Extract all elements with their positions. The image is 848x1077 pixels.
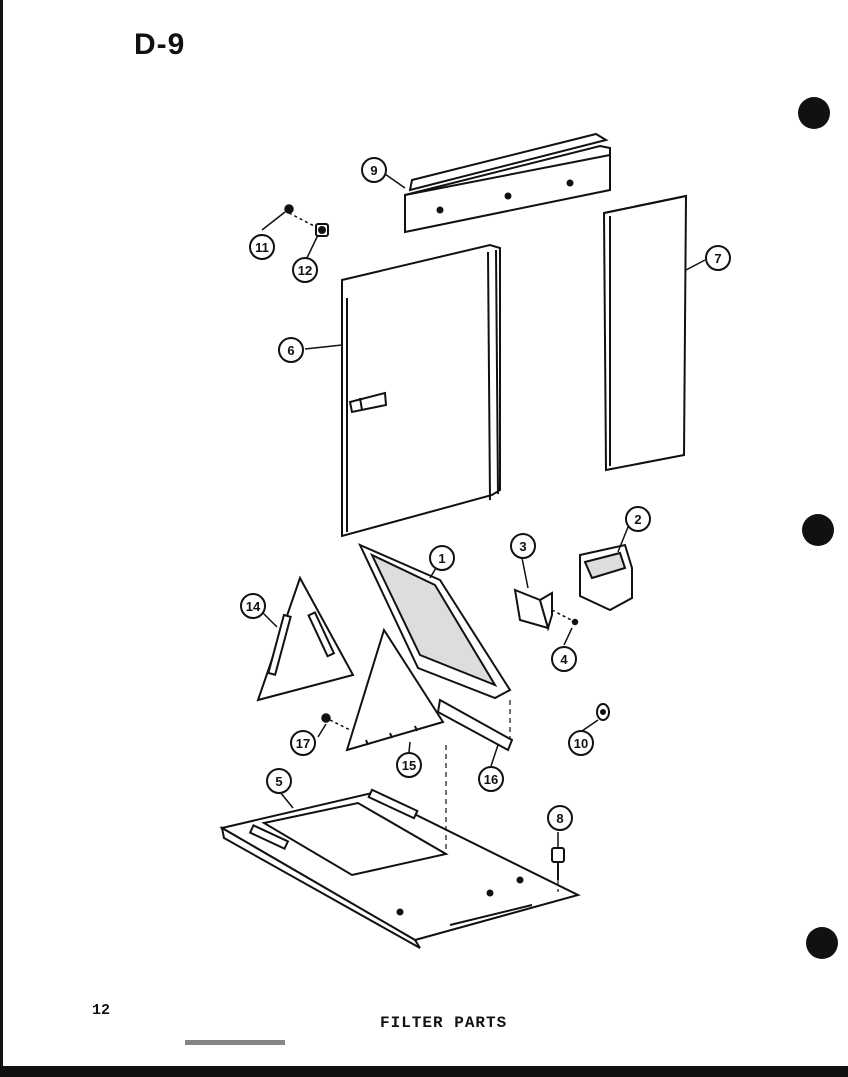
callout-7: 7 xyxy=(705,245,731,271)
callout-14: 14 xyxy=(240,593,266,619)
part-7-side-panel xyxy=(602,194,688,472)
callout-11: 11 xyxy=(249,234,275,260)
binder-hole-bottom xyxy=(806,927,838,959)
part-10-bushing xyxy=(596,703,610,721)
svg-text:10: 10 xyxy=(574,736,588,751)
svg-text:15: 15 xyxy=(402,758,416,773)
callout-10: 10 xyxy=(568,730,594,756)
svg-text:4: 4 xyxy=(560,652,568,667)
svg-text:1: 1 xyxy=(438,551,445,566)
svg-text:17: 17 xyxy=(296,736,310,751)
svg-text:2: 2 xyxy=(634,512,641,527)
assembly-guide-lines xyxy=(445,700,559,892)
callout-12: 12 xyxy=(292,257,318,283)
part-11-screw xyxy=(284,204,319,229)
svg-text:14: 14 xyxy=(246,599,261,614)
svg-text:5: 5 xyxy=(275,774,282,789)
svg-text:6: 6 xyxy=(287,343,294,358)
part-9-fastener xyxy=(551,847,565,880)
part-4-screw xyxy=(551,609,579,626)
callout-16: 16 xyxy=(478,766,504,792)
part-15-triangle-side xyxy=(345,627,445,752)
binder-hole-top xyxy=(798,97,830,129)
callout-5: 5 xyxy=(266,768,292,794)
left-edge-line xyxy=(0,0,3,1077)
callout-2: 2 xyxy=(625,506,651,532)
part-1-filter xyxy=(357,543,512,700)
binder-hole-middle xyxy=(802,514,834,546)
callout-15: 15 xyxy=(396,752,422,778)
part-6-front-panel xyxy=(341,243,501,538)
part-16-channel xyxy=(436,698,514,752)
part-17-screw xyxy=(321,713,351,731)
part-3-bracket xyxy=(513,588,553,632)
callout-3: 3 xyxy=(510,533,536,559)
part-2-box xyxy=(579,543,633,612)
callout-4: 4 xyxy=(551,646,577,672)
svg-text:8: 8 xyxy=(556,811,563,826)
part-5-base xyxy=(219,788,581,949)
svg-text:7: 7 xyxy=(714,251,721,266)
section-title: FILTER PARTS xyxy=(380,1014,508,1032)
part-14-triangle-side xyxy=(256,575,355,702)
scan-smudge xyxy=(185,1040,285,1045)
callout-17: 17 xyxy=(290,730,316,756)
page-number: 12 xyxy=(92,1002,111,1019)
page-title: D-9 xyxy=(134,28,186,61)
callout-8: 9 xyxy=(361,157,387,183)
callout-6: 6 xyxy=(278,337,304,363)
part-8-top-rail xyxy=(404,132,611,234)
svg-text:11: 11 xyxy=(255,240,269,255)
callout-1: 1 xyxy=(429,545,455,571)
svg-text:12: 12 xyxy=(298,263,312,278)
part-12-clip-nut xyxy=(315,223,329,237)
svg-text:9: 9 xyxy=(370,163,377,178)
page-bottom-band xyxy=(0,1066,848,1077)
callout-9: 8 xyxy=(547,805,573,831)
svg-text:3: 3 xyxy=(519,539,526,554)
svg-text:16: 16 xyxy=(484,772,498,787)
